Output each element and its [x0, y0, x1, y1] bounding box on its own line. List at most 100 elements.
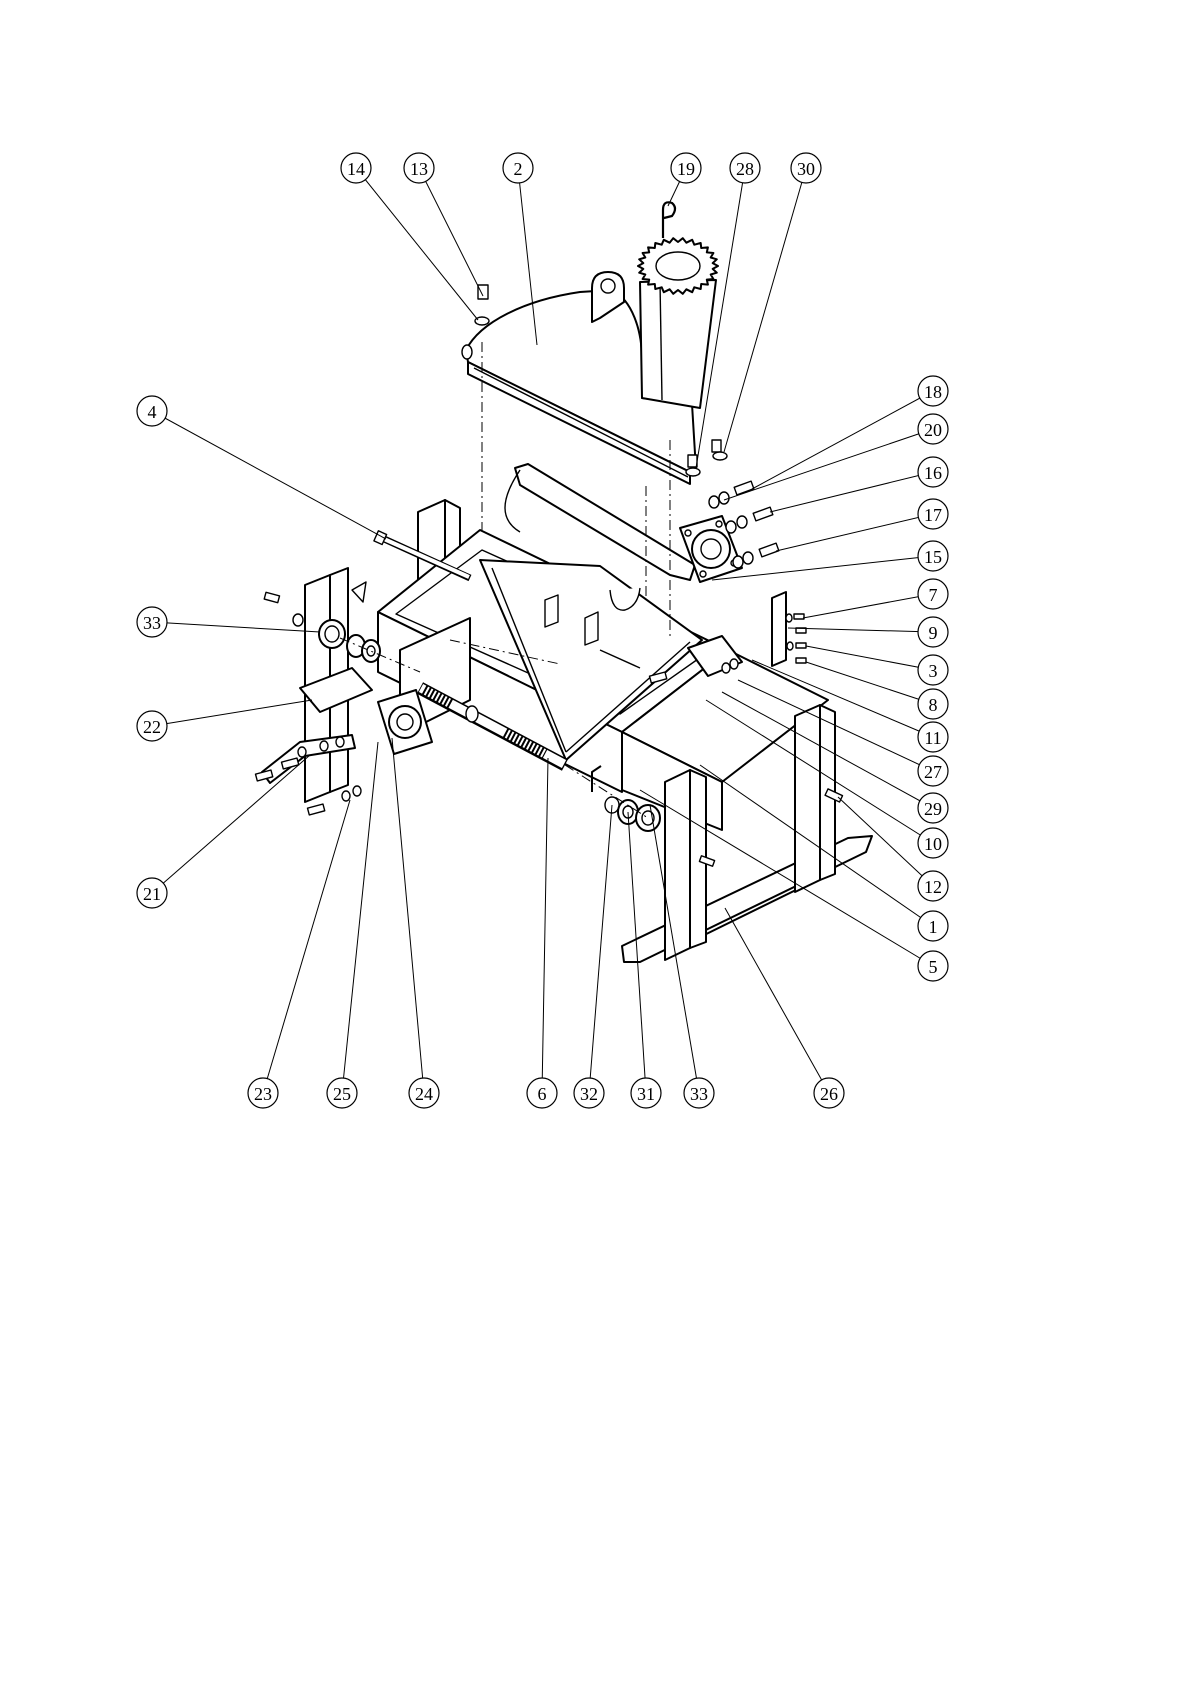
callout-label: 30 — [797, 159, 815, 179]
callout-label: 21 — [143, 884, 161, 904]
callout-13: 13 — [404, 153, 483, 296]
callout-label: 22 — [143, 717, 161, 737]
flange-bolt — [712, 440, 721, 452]
callout-label: 23 — [254, 1084, 272, 1104]
callout-label: 16 — [924, 463, 942, 483]
bearing-bolt-hole — [700, 571, 706, 577]
leader-line — [356, 168, 478, 320]
plate-bolt — [307, 804, 324, 815]
bushing-bore — [325, 626, 339, 642]
callout-label: 28 — [736, 159, 754, 179]
leader-line — [152, 411, 386, 539]
leader-line — [724, 429, 933, 500]
callout-label: 10 — [924, 834, 942, 854]
leader-line — [542, 758, 548, 1093]
bearing-bore — [397, 714, 413, 730]
callout-21: 21 — [137, 755, 310, 908]
callout-23: 23 — [248, 800, 350, 1108]
callout-20: 20 — [724, 414, 948, 500]
flange-bolt — [688, 455, 697, 467]
lynch-pin — [663, 202, 675, 238]
hopper-part — [462, 238, 718, 484]
leader-line — [392, 738, 424, 1093]
spacer-ring-bore — [367, 646, 375, 656]
plate-washer — [298, 747, 306, 757]
callout-19: 19 — [668, 153, 701, 206]
callout-9: 9 — [788, 617, 948, 647]
leader-line — [725, 908, 829, 1093]
callout-label: 33 — [690, 1084, 708, 1104]
post-tab — [352, 582, 366, 602]
clamp-plate — [772, 592, 786, 666]
callout-label: 20 — [924, 420, 942, 440]
callout-label: 26 — [820, 1084, 838, 1104]
callout-label: 14 — [347, 159, 365, 179]
callout-label: 27 — [924, 762, 942, 782]
callout-label: 19 — [677, 159, 695, 179]
callout-32: 32 — [574, 805, 612, 1108]
plate-washer — [342, 791, 350, 801]
leader-line — [752, 391, 933, 489]
leader-line — [806, 646, 933, 670]
callout-22: 22 — [137, 700, 312, 741]
leader-line — [803, 594, 933, 618]
callout-label: 6 — [538, 1084, 547, 1104]
skid-right-post — [795, 705, 820, 892]
callout-label: 18 — [924, 382, 942, 402]
callout-label: 9 — [929, 623, 938, 643]
callout-30: 30 — [724, 153, 821, 452]
leader-line — [152, 755, 310, 893]
shaft-collar — [466, 706, 478, 722]
leader-line — [788, 628, 933, 632]
bearing-bolt-hole — [685, 530, 691, 536]
callout-label: 29 — [924, 799, 942, 819]
bearing-bore — [701, 539, 721, 559]
callout-25: 25 — [327, 742, 378, 1108]
frame-tab — [545, 595, 558, 627]
leader-line — [724, 168, 806, 452]
bearing-nut — [733, 556, 743, 568]
bushing-bolt — [264, 592, 279, 602]
flange-washer — [686, 468, 700, 476]
bearing-bolt — [759, 543, 779, 557]
callout-label: 33 — [143, 613, 161, 633]
callout-label: 32 — [580, 1084, 598, 1104]
lifting-lug-hole — [601, 279, 615, 293]
callout-label: 2 — [514, 159, 523, 179]
callout-label: 13 — [410, 159, 428, 179]
plate-nut — [353, 786, 361, 796]
bearing-washer — [737, 516, 747, 528]
callout-label: 12 — [924, 877, 942, 897]
spout-opening — [656, 252, 700, 280]
callout-26: 26 — [725, 908, 844, 1108]
leader-line — [152, 700, 312, 726]
hopper-end-tab — [462, 345, 472, 359]
bearing-bolt — [753, 507, 773, 521]
leader-line — [263, 800, 350, 1093]
clamp-washer — [786, 614, 792, 622]
bearing-washer — [743, 552, 753, 564]
hopper-spout — [640, 280, 716, 408]
callout-4: 4 — [137, 396, 386, 539]
leader-line — [770, 472, 933, 512]
callout-3: 3 — [806, 646, 948, 685]
leader-line — [776, 514, 933, 551]
hopper-bolt — [478, 285, 488, 299]
clamp-bolt — [796, 658, 806, 663]
callout-17: 17 — [776, 499, 948, 551]
callout-label: 31 — [637, 1084, 655, 1104]
left-upright-assembly — [262, 568, 372, 802]
callout-label: 7 — [929, 585, 938, 605]
callout-label: 8 — [929, 695, 938, 715]
bushing-washer — [293, 614, 303, 626]
callout-24: 24 — [392, 738, 439, 1108]
adjuster-washer — [722, 663, 730, 673]
bearing-nut — [709, 496, 719, 508]
leader-line — [589, 805, 612, 1093]
callout-6: 6 — [527, 758, 557, 1108]
callout-label: 24 — [415, 1084, 433, 1104]
callout-label: 1 — [929, 917, 938, 937]
callout-7: 7 — [803, 579, 948, 618]
flange-washer — [713, 452, 727, 460]
bearing-nut — [726, 521, 736, 533]
